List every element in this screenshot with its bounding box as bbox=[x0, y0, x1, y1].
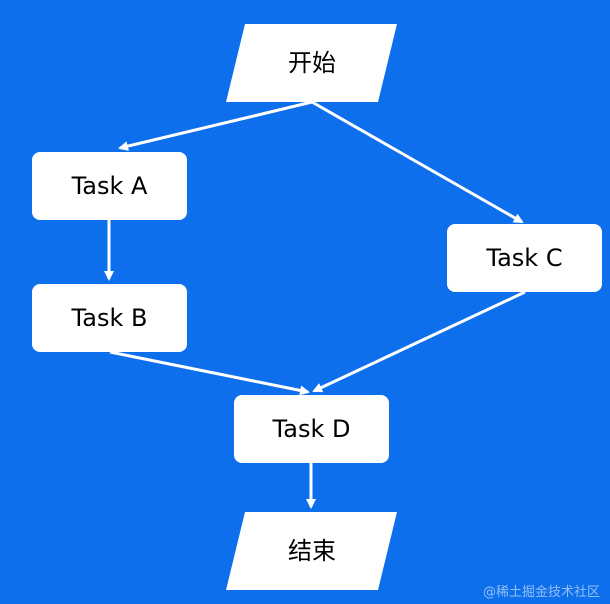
edge-task-c-to-task-d bbox=[312, 290, 526, 393]
node-start: 开始 bbox=[226, 24, 397, 102]
task-c-label: Task C bbox=[485, 244, 562, 272]
watermark: @稀土掘金技术社区 bbox=[482, 585, 600, 600]
node-task-b: Task B bbox=[32, 284, 187, 352]
task-a-label: Task A bbox=[71, 172, 148, 200]
edge-start-to-task-c bbox=[311, 100, 524, 224]
task-d-label: Task D bbox=[272, 415, 351, 443]
task-b-shape bbox=[32, 284, 187, 352]
start-shape bbox=[226, 24, 397, 102]
task-a-shape bbox=[32, 152, 187, 220]
edge-task-b-to-task-d bbox=[109, 350, 310, 396]
node-task-c: Task C bbox=[447, 224, 602, 292]
task-b-label: Task B bbox=[71, 304, 148, 332]
edges bbox=[104, 100, 526, 509]
start-label: 开始 bbox=[288, 49, 336, 77]
node-end: 结束 bbox=[226, 512, 397, 590]
node-task-a: Task A bbox=[32, 152, 187, 220]
task-c-shape bbox=[447, 224, 602, 292]
edge-start-to-task-a bbox=[118, 100, 313, 151]
end-label: 结束 bbox=[288, 537, 336, 565]
end-shape bbox=[226, 512, 397, 590]
task-d-shape bbox=[234, 395, 389, 463]
node-task-d: Task D bbox=[234, 395, 389, 463]
